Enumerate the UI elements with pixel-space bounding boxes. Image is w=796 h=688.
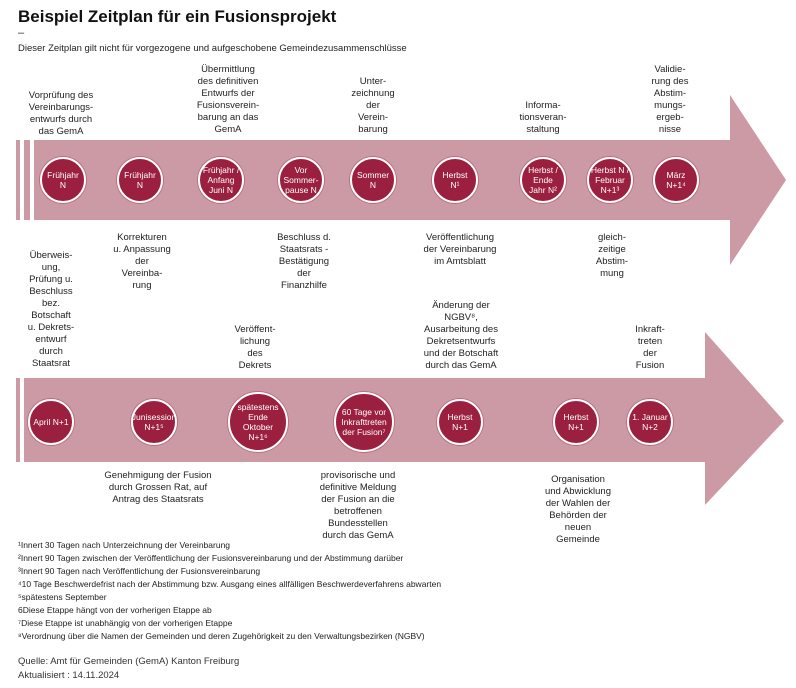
- milestone-circle: März N+1⁴: [653, 157, 699, 203]
- milestone-circle: Vor Sommer- pause N: [278, 157, 324, 203]
- footnote: ¹Innert 30 Tagen nach Unterzeichnung der…: [18, 540, 231, 550]
- milestone-label-below: Genehmigung der Fusion durch Grossen Rat…: [104, 470, 212, 505]
- milestone-label-above: Inkraft- treten der Fusion: [635, 324, 665, 371]
- updated-date: Aktualisiert : 14.11.2024: [18, 670, 120, 681]
- milestone-label-below: gleich- zeitige Abstim- mung: [595, 232, 629, 279]
- footnote: ⁷Diese Etappe ist unabhängig von der vor…: [18, 618, 233, 628]
- milestone-label-above: Übermittlung des definitiven Entwurfs de…: [196, 64, 260, 135]
- milestone-label-below: Überweis- ung, Prüfung u. Beschluss bez.…: [27, 250, 75, 369]
- milestone-label-above: Änderung der NGBV⁸, Ausarbeitung des Dek…: [423, 300, 499, 371]
- milestone-label-below: provisorische und definitive Meldung der…: [319, 470, 397, 541]
- milestone-label-above: Unter- zeichnung der Verein- barung: [351, 76, 395, 135]
- arrow-row-1-stripe-1: [20, 140, 24, 220]
- milestone-label-below: Organisation und Abwicklung der Wahlen d…: [544, 474, 612, 545]
- milestone-label-below: Veröffentlichung der Vereinbarung im Amt…: [423, 232, 497, 267]
- milestone-label-above: Informa- tionsveran- staltung: [519, 100, 567, 135]
- milestone-circle: 60 Tage vor Inkrafttreten der Fusion⁷: [334, 392, 394, 452]
- milestone-circle: Junisession N+1⁵: [131, 399, 177, 445]
- page-subtitle: Dieser Zeitplan gilt nicht für vorgezoge…: [18, 43, 407, 54]
- milestone-circle: spätestens Ende Oktober N+1⁶: [228, 392, 288, 452]
- arrow-row-1-stripe-2: [30, 140, 34, 220]
- milestone-circle: 1. Januar N+2: [627, 399, 673, 445]
- footnote: 6Diese Etappe hängt von der vorherigen E…: [18, 605, 212, 615]
- milestone-circle: Frühjahr N: [117, 157, 163, 203]
- source-text: Quelle: Amt für Gemeinden (GemA) Kanton …: [18, 656, 240, 667]
- arrow-row-2: [16, 332, 784, 505]
- milestone-circle: Frühjahr / Anfang Juni N: [198, 157, 244, 203]
- milestone-circle: Sommer N: [350, 157, 396, 203]
- footnote: ⁴10 Tage Beschwerdefrist nach der Abstim…: [18, 579, 442, 589]
- milestone-label-below: Beschluss d. Staatsrats - Bestätigung de…: [277, 232, 331, 291]
- milestone-circle: Herbst N¹: [432, 157, 478, 203]
- milestone-label-above: Vorprüfung des Vereinbarungs- entwurfs d…: [28, 90, 94, 137]
- milestone-circle: Frühjahr N: [40, 157, 86, 203]
- footnote: ⁸Verordnung über die Namen der Gemeinden…: [18, 631, 425, 641]
- milestone-label-above: Veröffent- lichung des Dekrets: [234, 324, 276, 371]
- title-dash: –: [18, 27, 25, 39]
- milestone-label-below: Korrekturen u. Anpassung der Vereinba- r…: [113, 232, 171, 291]
- milestone-label-above: Validie- rung des Abstim- mungs- ergeb- …: [651, 64, 689, 135]
- footnote: ³Innert 90 Tagen nach Veröffentlichung d…: [18, 566, 261, 576]
- milestone-circle: Herbst N+1: [553, 399, 599, 445]
- milestone-circle: Herbst N / Februar N+1³: [587, 157, 633, 203]
- milestone-circle: April N+1: [28, 399, 74, 445]
- milestone-circle: Herbst N+1: [437, 399, 483, 445]
- footnote: ²Innert 90 Tagen zwischen der Veröffentl…: [18, 553, 404, 563]
- footnote: ⁵spätestens September: [18, 592, 107, 602]
- milestone-circle: Herbst / Ende Jahr N²: [520, 157, 566, 203]
- arrow-row-1: [16, 95, 786, 265]
- page-title: Beispiel Zeitplan für ein Fusionsprojekt: [18, 7, 337, 26]
- arrow-row-2-stripe-1: [20, 378, 24, 462]
